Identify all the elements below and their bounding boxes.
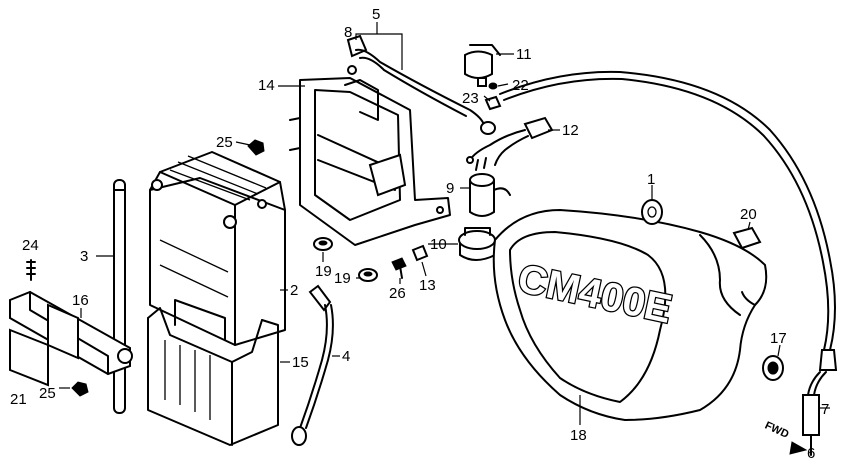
flasher-relay <box>464 44 501 87</box>
callout-13: 13 <box>419 277 436 294</box>
callout-11: 11 <box>516 46 532 63</box>
callout-8: 8 <box>344 24 352 41</box>
grommet-1 <box>641 199 663 225</box>
battery-cable <box>291 284 334 446</box>
callout-14: 14 <box>258 77 275 94</box>
fwd-arrow: FWD <box>763 420 808 455</box>
callout-3: 3 <box>80 248 88 265</box>
washer-22 <box>488 82 498 90</box>
relay-9 <box>469 157 511 217</box>
callout-12: 12 <box>562 122 579 139</box>
callout-21: 21 <box>10 391 27 408</box>
grommet-19-upper <box>313 237 333 251</box>
callout-19-lower: 19 <box>334 270 351 287</box>
battery-holder-rod <box>113 179 126 414</box>
callout-6: 6 <box>807 445 815 462</box>
battery-pad <box>9 328 49 387</box>
fwd-label: FWD <box>763 420 791 441</box>
callout-22: 22 <box>512 77 529 94</box>
clip-20 <box>732 226 762 250</box>
battery-band <box>9 290 133 376</box>
screw-24 <box>26 259 36 281</box>
grommet-19-lower <box>358 268 378 282</box>
side-cover: CM400E <box>492 208 768 422</box>
grommet-17 <box>762 355 784 381</box>
callout-18: 18 <box>570 427 587 444</box>
callout-15: 15 <box>292 354 309 371</box>
leader-lines <box>59 22 830 425</box>
callout-19-upper: 19 <box>315 263 332 280</box>
callout-24: 24 <box>22 237 39 254</box>
callout-2: 2 <box>290 282 298 299</box>
regulator-switch <box>466 116 554 166</box>
callout-17: 17 <box>770 330 787 347</box>
callout-25-lower: 25 <box>39 385 56 402</box>
callout-4: 4 <box>342 348 350 365</box>
callouts: 1 2 3 4 5 6 7 8 9 10 11 12 13 14 15 16 1… <box>10 6 829 462</box>
screw-25-upper <box>247 139 265 156</box>
lead-wire <box>346 34 496 135</box>
callout-1: 1 <box>647 171 655 188</box>
battery <box>149 151 286 346</box>
callout-5: 5 <box>372 6 380 23</box>
battery-case <box>147 299 279 446</box>
bolt-26 <box>391 257 407 279</box>
cushion-10 <box>458 227 496 261</box>
long-cable <box>499 70 838 456</box>
callout-23: 23 <box>462 90 479 107</box>
callout-25-upper: 25 <box>216 134 233 151</box>
callout-20: 20 <box>740 206 757 223</box>
nut-13 <box>411 244 429 262</box>
battery-bracket <box>289 77 451 246</box>
callout-16: 16 <box>72 292 89 309</box>
callout-9: 9 <box>446 180 454 197</box>
screw-25-lower <box>71 381 89 397</box>
callout-26: 26 <box>389 285 406 302</box>
callout-10: 10 <box>430 236 447 253</box>
callout-7: 7 <box>821 401 829 418</box>
